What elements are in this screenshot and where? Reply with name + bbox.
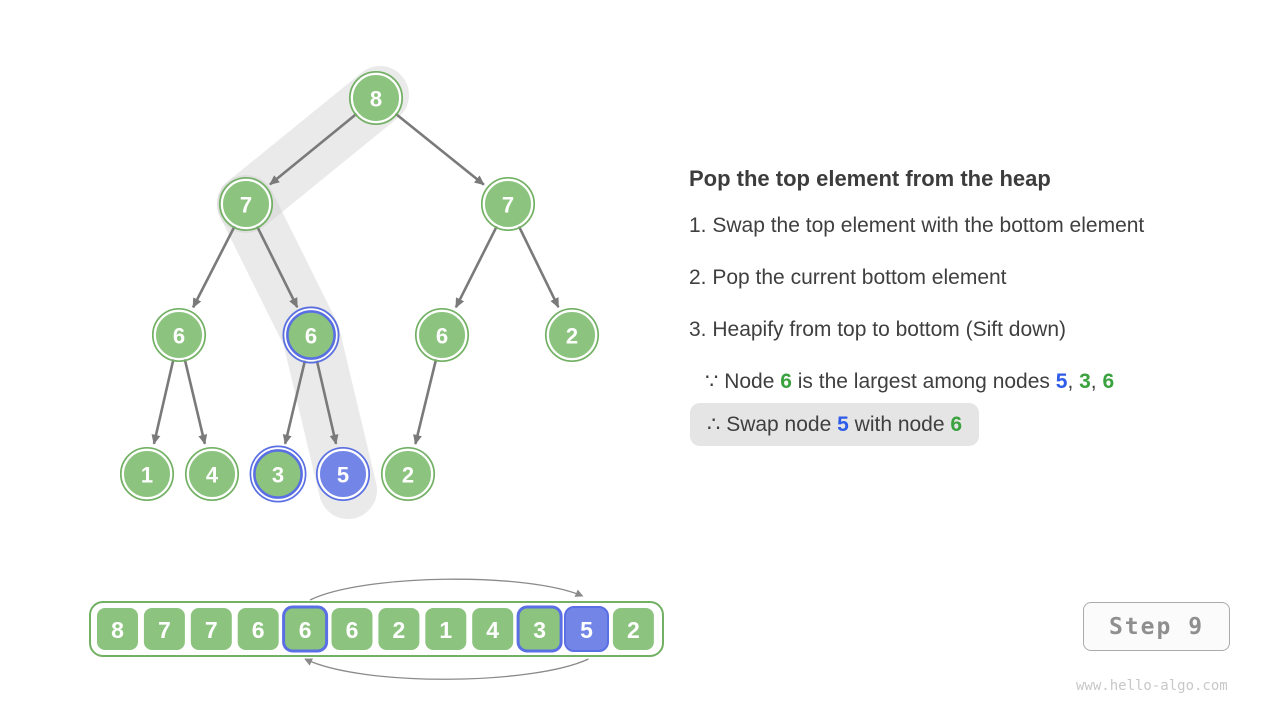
swap-arrow-bottom — [304, 658, 589, 680]
tree-edge — [269, 112, 358, 186]
array-cell: 6 — [329, 606, 375, 652]
tree-node: 5 — [315, 446, 371, 502]
array-cell-value: 6 — [346, 617, 359, 643]
instruction-list: 1. Swap the top element with the bottom … — [689, 214, 1144, 370]
array-cell-value: 6 — [252, 617, 265, 643]
instruction-item: 2. Pop the current bottom element — [689, 266, 1007, 289]
array-cell: 8 — [95, 606, 140, 652]
text-segment: ∴ Swap node — [707, 413, 838, 436]
tree-node-value: 2 — [566, 324, 578, 349]
tree-node: 6 — [282, 306, 340, 364]
node-value-ref: 3 — [1079, 370, 1091, 393]
array-cell: 6 — [282, 605, 329, 653]
node-value-ref: 6 — [780, 370, 792, 393]
tree-node: 6 — [414, 307, 470, 363]
tree-node: 2 — [544, 307, 600, 363]
array-cell-value: 2 — [393, 617, 406, 643]
tree-edge — [315, 359, 339, 445]
step-button[interactable]: Step 9 — [1083, 602, 1230, 651]
tree-edge — [394, 112, 485, 186]
array-cell-value: 5 — [580, 617, 593, 643]
tree-node-value: 1 — [141, 463, 153, 488]
reason-line: ∵ Node 6 is the largest among nodes 5, 3… — [705, 369, 1114, 394]
array-cell: 5 — [564, 606, 609, 652]
text-segment: with node — [848, 413, 951, 436]
swap-arrow-top — [309, 578, 584, 601]
array-cell: 2 — [610, 606, 656, 652]
array-cell-value: 7 — [205, 617, 218, 643]
tree-node: 8 — [348, 70, 404, 126]
tree-node: 4 — [184, 446, 240, 502]
text-segment: is the largest among nodes — [791, 370, 1056, 393]
tree-node: 1 — [119, 446, 175, 502]
array-cell: 2 — [376, 606, 422, 652]
node-value-ref: 6 — [950, 413, 963, 436]
array-cell: 3 — [516, 605, 563, 653]
tree-edge — [191, 225, 236, 309]
instruction-item: 1. Swap the top element with the bottom … — [689, 214, 1145, 237]
array-cell-value: 3 — [533, 617, 546, 643]
array-cell-value: 7 — [158, 617, 171, 643]
array-cell-value: 6 — [299, 617, 312, 643]
tree-node-value: 6 — [305, 324, 317, 349]
step-button-label: Step 9 — [1108, 613, 1205, 640]
node-value-ref: 5 — [837, 413, 849, 436]
tree-node: 7 — [218, 176, 274, 232]
tree-edge — [282, 359, 307, 445]
tree-node-value: 6 — [173, 324, 185, 349]
text-segment: , — [1090, 370, 1103, 393]
tree-edge — [151, 359, 175, 445]
tree-node-value: 2 — [402, 463, 414, 488]
array-cell: 4 — [470, 606, 516, 652]
tree-node-value: 7 — [240, 193, 252, 218]
instruction-item: 3. Heapify from top to bottom (Sift down… — [689, 318, 1066, 341]
tree-edge — [454, 225, 498, 309]
array-cell-value: 8 — [111, 617, 124, 643]
tree-edge — [183, 359, 208, 445]
tree-node-value: 4 — [206, 463, 219, 488]
tree-node-value: 3 — [272, 463, 284, 488]
tree-node: 2 — [380, 446, 436, 502]
array-cell-value: 2 — [627, 617, 640, 643]
tree-node-value: 6 — [436, 324, 448, 349]
array-cell: 7 — [141, 606, 187, 652]
tree-node: 6 — [151, 307, 207, 363]
conclusion-box: ∴ Swap node 5 with node 6 — [690, 403, 980, 446]
array-cell-value: 1 — [439, 617, 452, 643]
tree-edge — [413, 358, 438, 445]
text-segment: ∵ Node — [705, 370, 781, 393]
tree-node-value: 5 — [337, 463, 349, 488]
array-cell: 7 — [188, 606, 234, 652]
tree-node: 3 — [249, 445, 307, 503]
node-value-ref: 5 — [1055, 370, 1068, 393]
node-value-ref: 6 — [1102, 370, 1115, 393]
array-cell: 1 — [423, 606, 469, 652]
tree-node-value: 8 — [370, 87, 382, 112]
tree-node-value: 7 — [502, 193, 514, 218]
panel-title: Pop the top element from the heap — [689, 166, 1051, 191]
array-cell-value: 4 — [486, 617, 499, 643]
watermark: www.hello-algo.com — [1076, 678, 1228, 694]
tree-edge — [517, 225, 560, 309]
tree-edge — [255, 225, 299, 309]
array-cell: 6 — [235, 606, 281, 652]
tree-node: 7 — [480, 176, 536, 232]
text-segment: , — [1067, 370, 1080, 393]
